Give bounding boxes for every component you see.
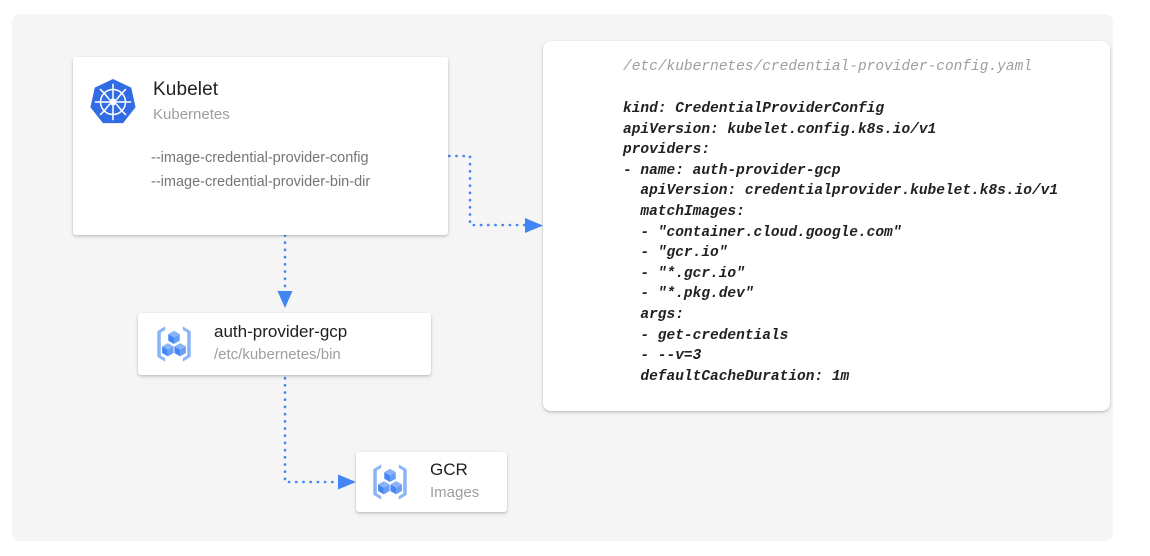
auth-provider-gcp-card[interactable]: auth-provider-gcp /etc/kubernetes/bin bbox=[138, 313, 431, 375]
kubernetes-helm-icon bbox=[90, 78, 136, 124]
kubelet-card-title: Kubelet bbox=[153, 79, 219, 100]
kubelet-flag-config: --image-credential-provider-config bbox=[151, 150, 369, 166]
kubelet-card[interactable]: Kubelet Kubernetes --image-credential-pr… bbox=[73, 57, 448, 235]
yaml-content: kind: CredentialProviderConfig apiVersio… bbox=[623, 101, 1059, 385]
gcp-container-registry-icon bbox=[157, 326, 191, 362]
kubelet-flag-bin-dir: --image-credential-provider-bin-dir bbox=[151, 174, 371, 190]
gcr-card-title: GCR bbox=[430, 460, 468, 479]
cube-top bbox=[384, 468, 396, 482]
auth-provider-card-subtitle: /etc/kubernetes/bin bbox=[214, 346, 341, 363]
gcp-container-registry-icon bbox=[373, 464, 407, 500]
cube-bottom-left bbox=[162, 343, 174, 357]
yaml-file-path: /etc/kubernetes/credential-provider-conf… bbox=[623, 59, 1032, 75]
cube-bottom-left bbox=[378, 481, 390, 495]
cube-top bbox=[168, 330, 180, 344]
kubelet-flag-list: --image-credential-provider-config --ima… bbox=[151, 146, 370, 194]
auth-provider-card-title: auth-provider-gcp bbox=[214, 322, 348, 341]
cube-bottom-right bbox=[390, 481, 402, 495]
kubelet-card-subtitle: Kubernetes bbox=[153, 106, 230, 123]
credential-provider-config-panel[interactable]: /etc/kubernetes/credential-provider-conf… bbox=[543, 41, 1110, 411]
gcr-card-subtitle: Images bbox=[430, 484, 480, 501]
cube-bottom-right bbox=[174, 343, 186, 357]
gcr-card[interactable]: GCR Images bbox=[356, 452, 507, 512]
